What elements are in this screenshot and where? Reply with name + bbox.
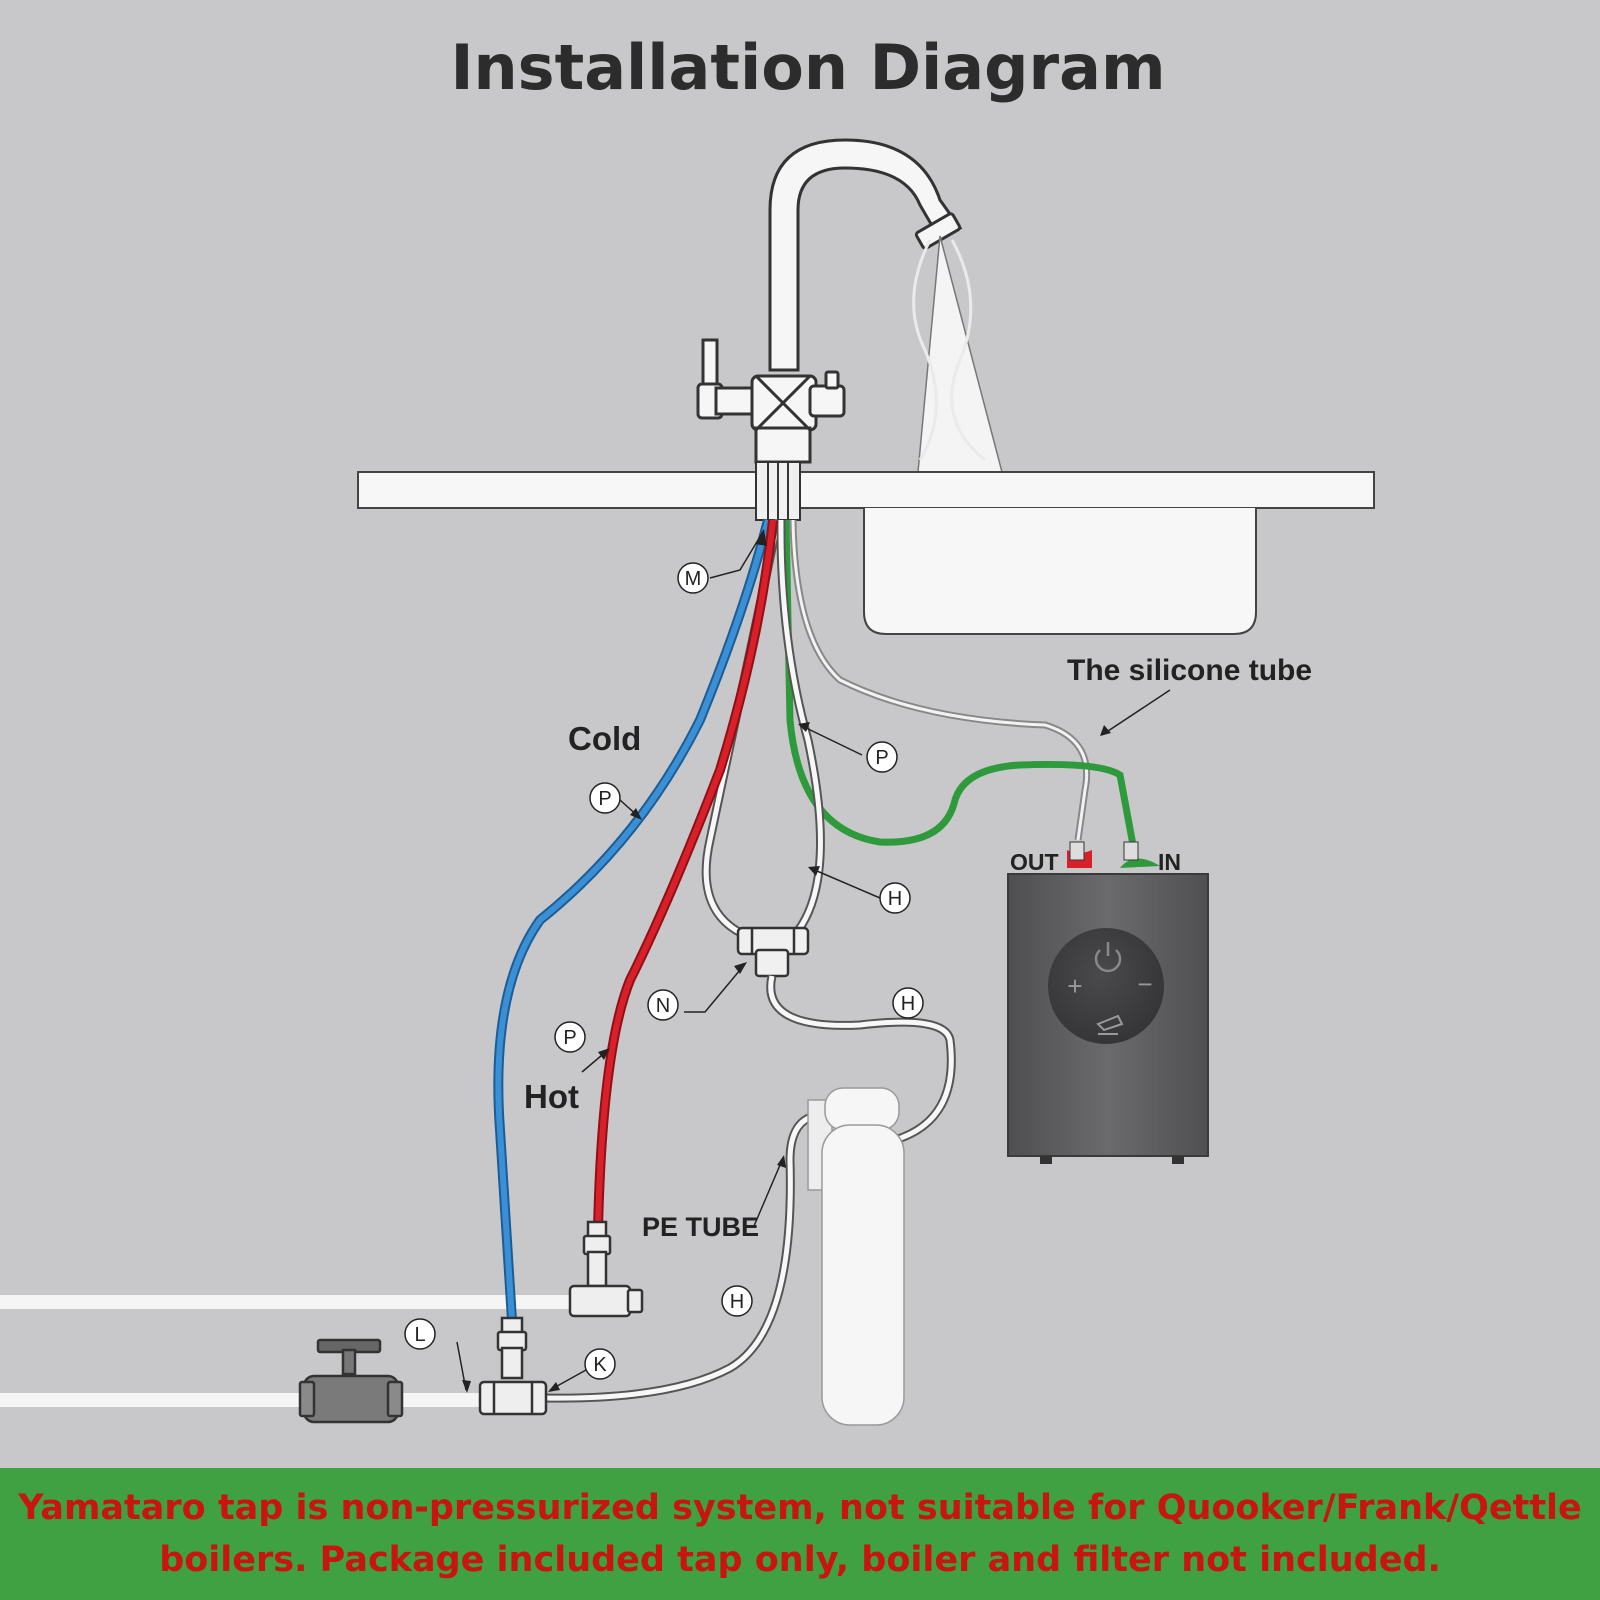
pe-tube-label: PE TUBE	[642, 1212, 759, 1242]
pe-tube	[544, 1112, 821, 1401]
notice-line-1: Yamataro tap is non-pressurized system, …	[18, 1488, 1582, 1528]
hot-label: Hot	[524, 1078, 579, 1115]
callout-h-mid: H	[892, 987, 924, 1019]
callout-k: K	[584, 1348, 616, 1380]
callout-p-hot: P	[554, 1021, 586, 1053]
water-spray	[912, 235, 1003, 473]
faucet	[696, 138, 963, 464]
notice-line-2: boilers. Package included tap only, boil…	[159, 1540, 1441, 1580]
svg-text:H: H	[888, 888, 902, 910]
mains-tee-valve	[478, 1316, 548, 1416]
callout-p-cold: P	[589, 782, 621, 814]
callout-p-green: P	[866, 741, 898, 773]
cold-pipe	[495, 519, 771, 1321]
svg-text:N: N	[656, 995, 670, 1017]
callout-h-lower: H	[721, 1285, 753, 1317]
callout-l: L	[404, 1318, 436, 1350]
hot-isolation-valve	[568, 1220, 644, 1318]
water-filter	[807, 1087, 905, 1426]
page-title: Installation Diagram	[450, 31, 1165, 104]
svg-text:M: M	[685, 568, 702, 590]
silicone-tube-label: The silicone tube	[1067, 654, 1312, 687]
h-hose-filter-in	[768, 975, 954, 1143]
boiler-out-label: OUT	[1010, 849, 1059, 875]
svg-text:P: P	[598, 788, 611, 810]
cold-label: Cold	[568, 720, 641, 757]
callout-m: M	[677, 562, 709, 594]
callout-n: N	[647, 989, 679, 1021]
power-icon	[1094, 942, 1122, 973]
kettle-icon	[1096, 1014, 1124, 1035]
svg-text:P: P	[875, 747, 888, 769]
countertop	[357, 471, 1375, 509]
notice-banner: Yamataro tap is non-pressurized system, …	[0, 1468, 1600, 1600]
sink-basin	[863, 508, 1257, 635]
callout-h-upper: H	[879, 882, 911, 914]
svg-text:K: K	[593, 1354, 607, 1376]
svg-text:L: L	[414, 1324, 425, 1346]
hot-pipe	[595, 519, 776, 1231]
stop-valve	[298, 1338, 404, 1424]
arrowheads	[462, 530, 1111, 1393]
temp-up-button: +	[1067, 971, 1082, 1001]
temp-down-button: −	[1137, 969, 1152, 999]
svg-text:P: P	[563, 1027, 576, 1049]
svg-text:H: H	[730, 1291, 744, 1313]
h-hose-right	[778, 519, 823, 942]
boiler-unit	[1007, 841, 1209, 1164]
tee-fitting-n	[736, 926, 810, 978]
svg-text:H: H	[901, 993, 915, 1015]
boiler-in-label: IN	[1158, 849, 1181, 875]
